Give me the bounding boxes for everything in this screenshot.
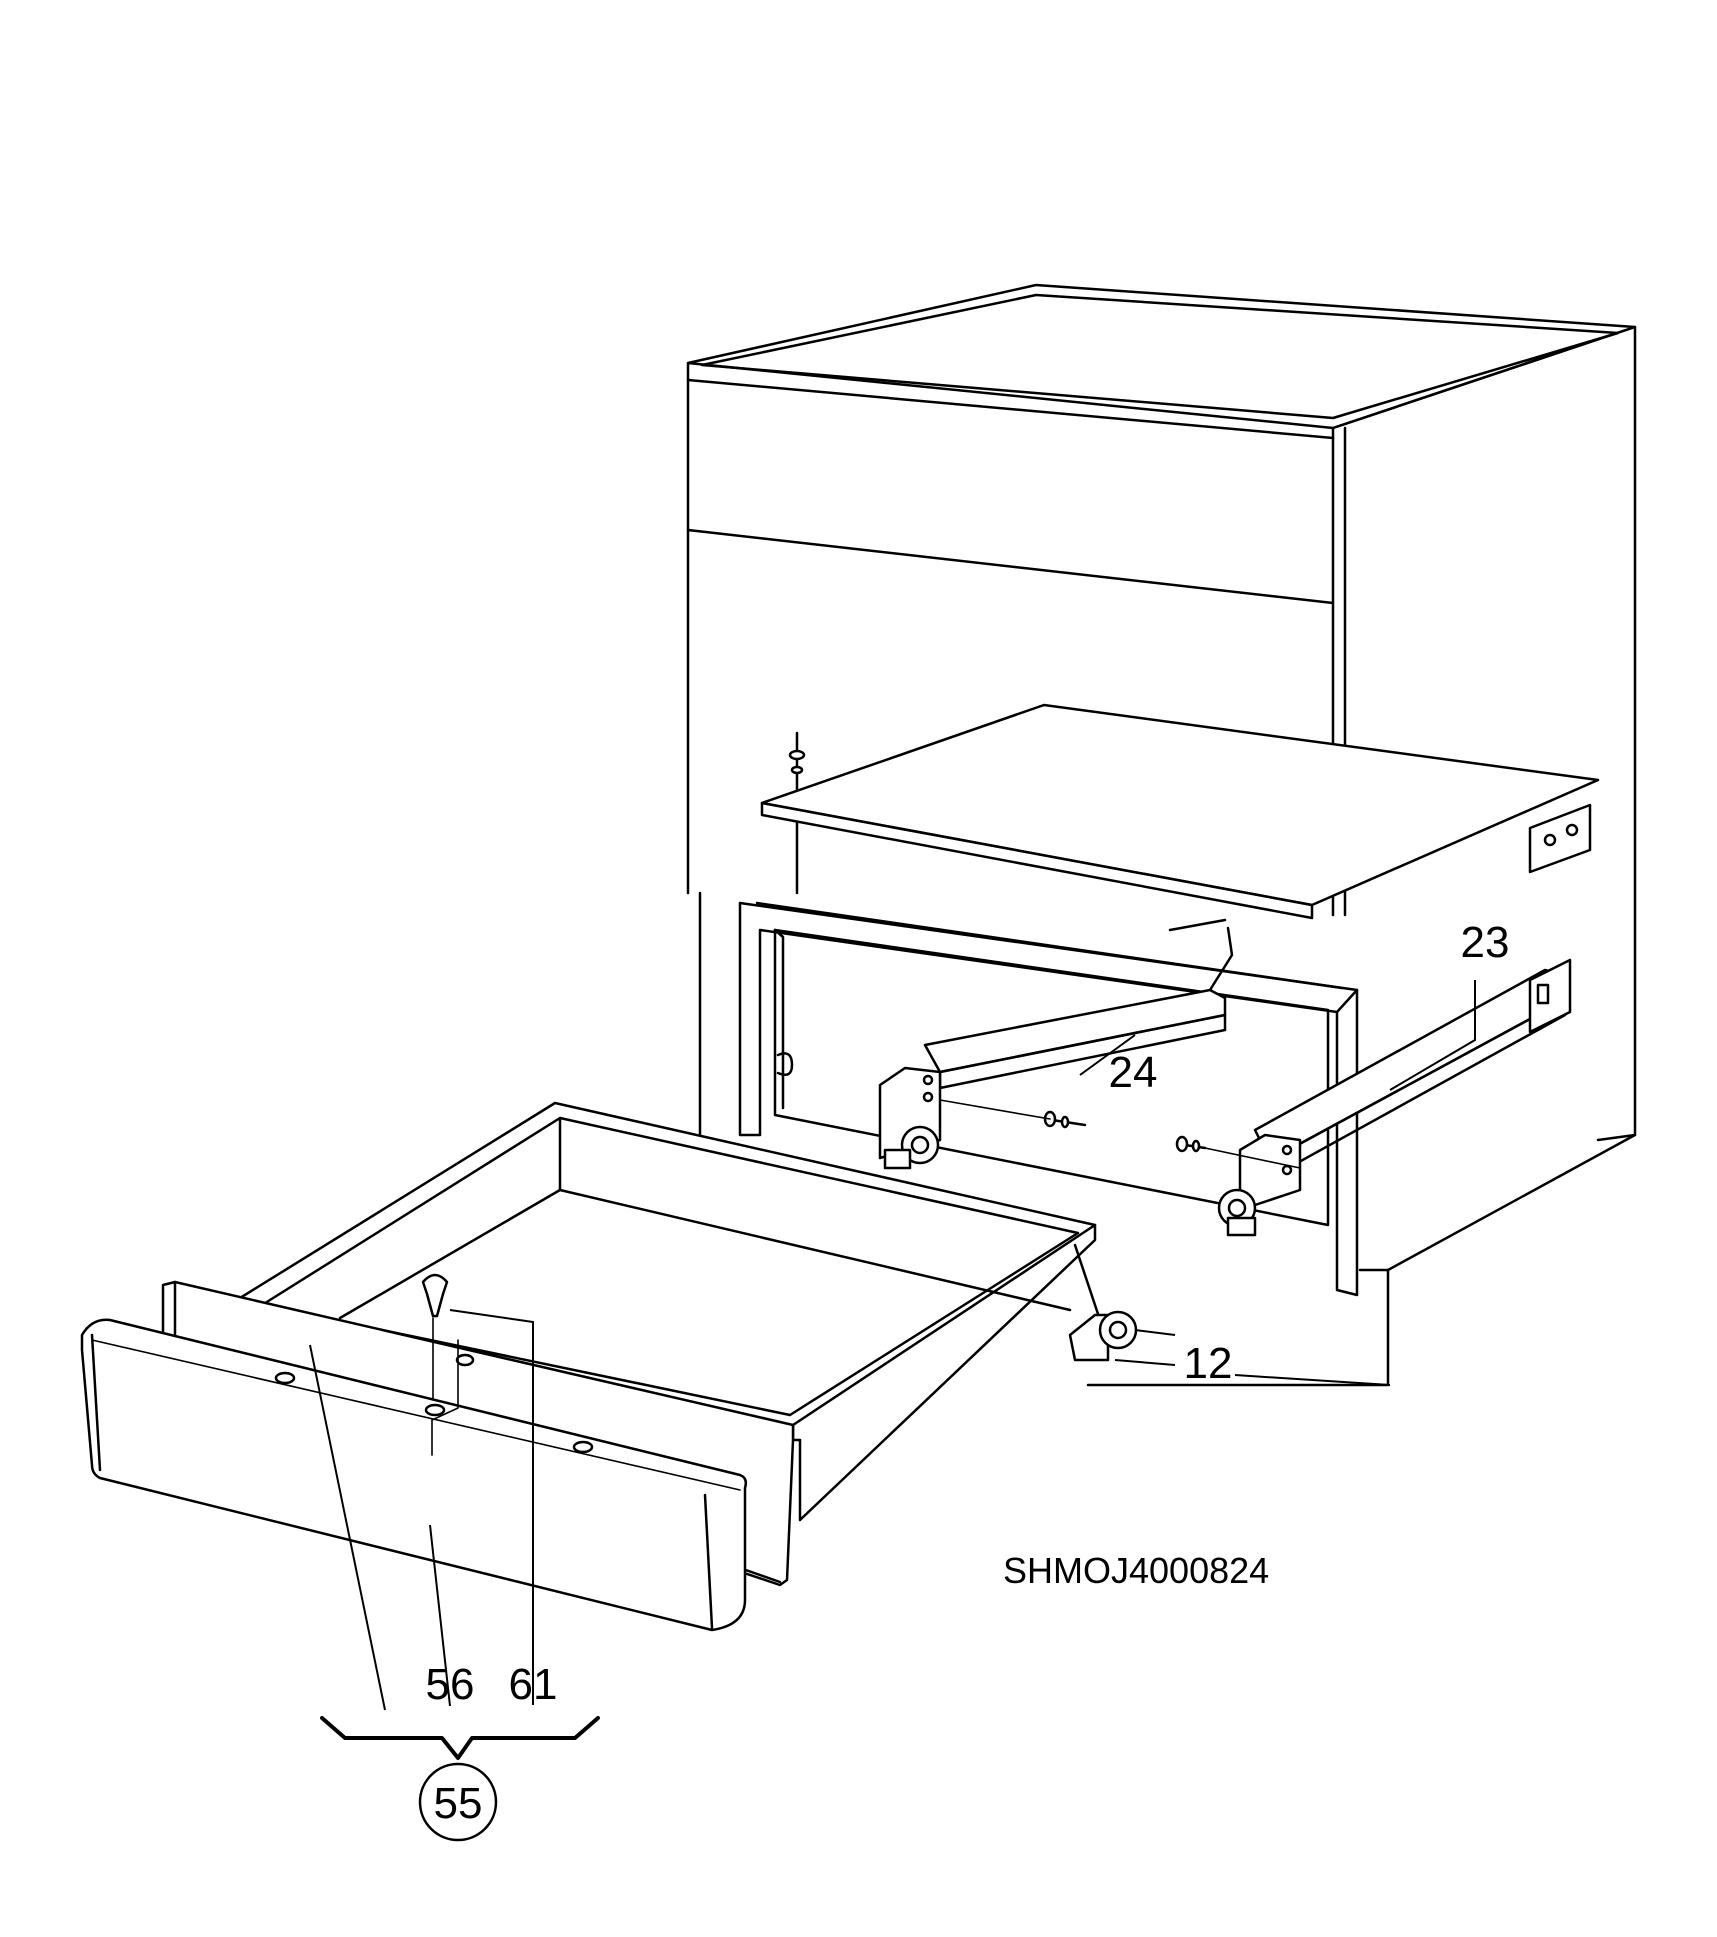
- leader-lines: [309, 980, 1476, 1760]
- callout-24: 24: [1109, 1048, 1158, 1097]
- slide-rail-right: [1175, 958, 1572, 1237]
- drawer-roller-bracket: [1068, 1243, 1138, 1362]
- callout-55-circle: 55: [418, 1762, 498, 1842]
- slide-screw-right: [1175, 1135, 1207, 1153]
- slide-screw-left: [1043, 1110, 1087, 1129]
- drawing-code: SHMOJ4000824: [1003, 1550, 1269, 1591]
- cabinet-shelf: [760, 703, 1600, 920]
- shelf-screw: [788, 731, 806, 792]
- panel-clip: [421, 1273, 459, 1456]
- callout-61: 61: [509, 1660, 558, 1709]
- drawer-frame: [738, 901, 1359, 1297]
- callout-56: 56: [426, 1660, 475, 1709]
- callout-55: 55: [434, 1779, 483, 1828]
- callout-23: 23: [1461, 918, 1510, 967]
- slide-rail-left: [878, 918, 1234, 1170]
- drawer-front-panel: [80, 1318, 748, 1632]
- callout-12: 12: [1184, 1339, 1233, 1388]
- cabinet-body: [686, 283, 1637, 1387]
